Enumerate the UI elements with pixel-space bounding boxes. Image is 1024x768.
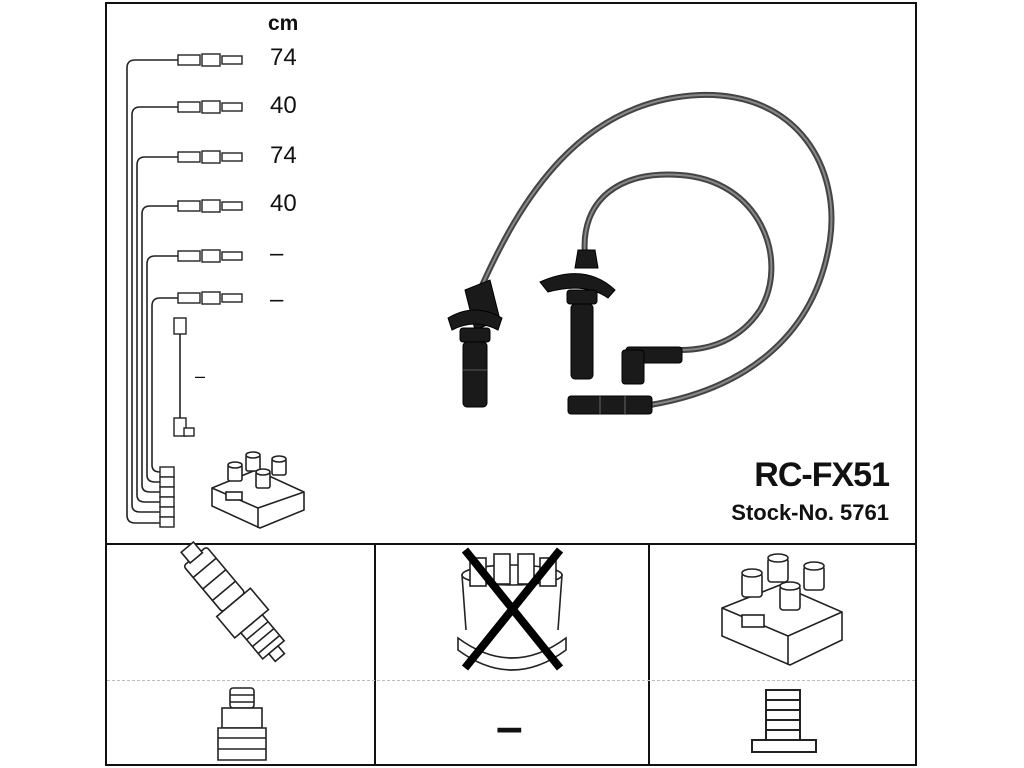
ignition-cable-set xyxy=(477,91,835,408)
divider-vertical-2 xyxy=(648,543,650,766)
product-code: RC-FX51 xyxy=(754,456,890,494)
product-frame xyxy=(105,2,917,766)
cable-length-2: 40 xyxy=(270,92,297,119)
cable-tree-schematic xyxy=(126,59,181,524)
distributor-cap-icon-crossed xyxy=(457,547,567,671)
plug-boot-2-icon xyxy=(539,249,616,380)
ignition-coil-icon xyxy=(721,553,843,666)
cable-length-3: 74 xyxy=(270,142,297,169)
spark-plug-icon xyxy=(180,540,286,663)
divider-horizontal xyxy=(105,543,917,545)
plug-boot-1-icon xyxy=(447,279,503,408)
distributor-end-photo-icon xyxy=(567,395,653,415)
cable-length-4: 40 xyxy=(270,190,297,217)
coil-lead-length: – xyxy=(195,366,206,386)
cable-length-5: – xyxy=(270,240,284,267)
coil-connector-photo-icon xyxy=(621,346,683,385)
divider-dotted xyxy=(107,680,915,681)
cable-terminals xyxy=(159,53,243,528)
unit-label: cm xyxy=(268,12,299,35)
coil-connector-icon xyxy=(751,689,817,753)
cable-length-6: – xyxy=(270,286,284,313)
middle-placeholder: – xyxy=(496,701,523,754)
cable-length-1: 74 xyxy=(270,44,297,71)
divider-vertical-1 xyxy=(374,543,376,766)
coil-pack-small-icon xyxy=(211,451,305,529)
plug-boot-icon xyxy=(217,687,267,761)
stock-number: Stock-No. 5761 xyxy=(731,500,889,525)
